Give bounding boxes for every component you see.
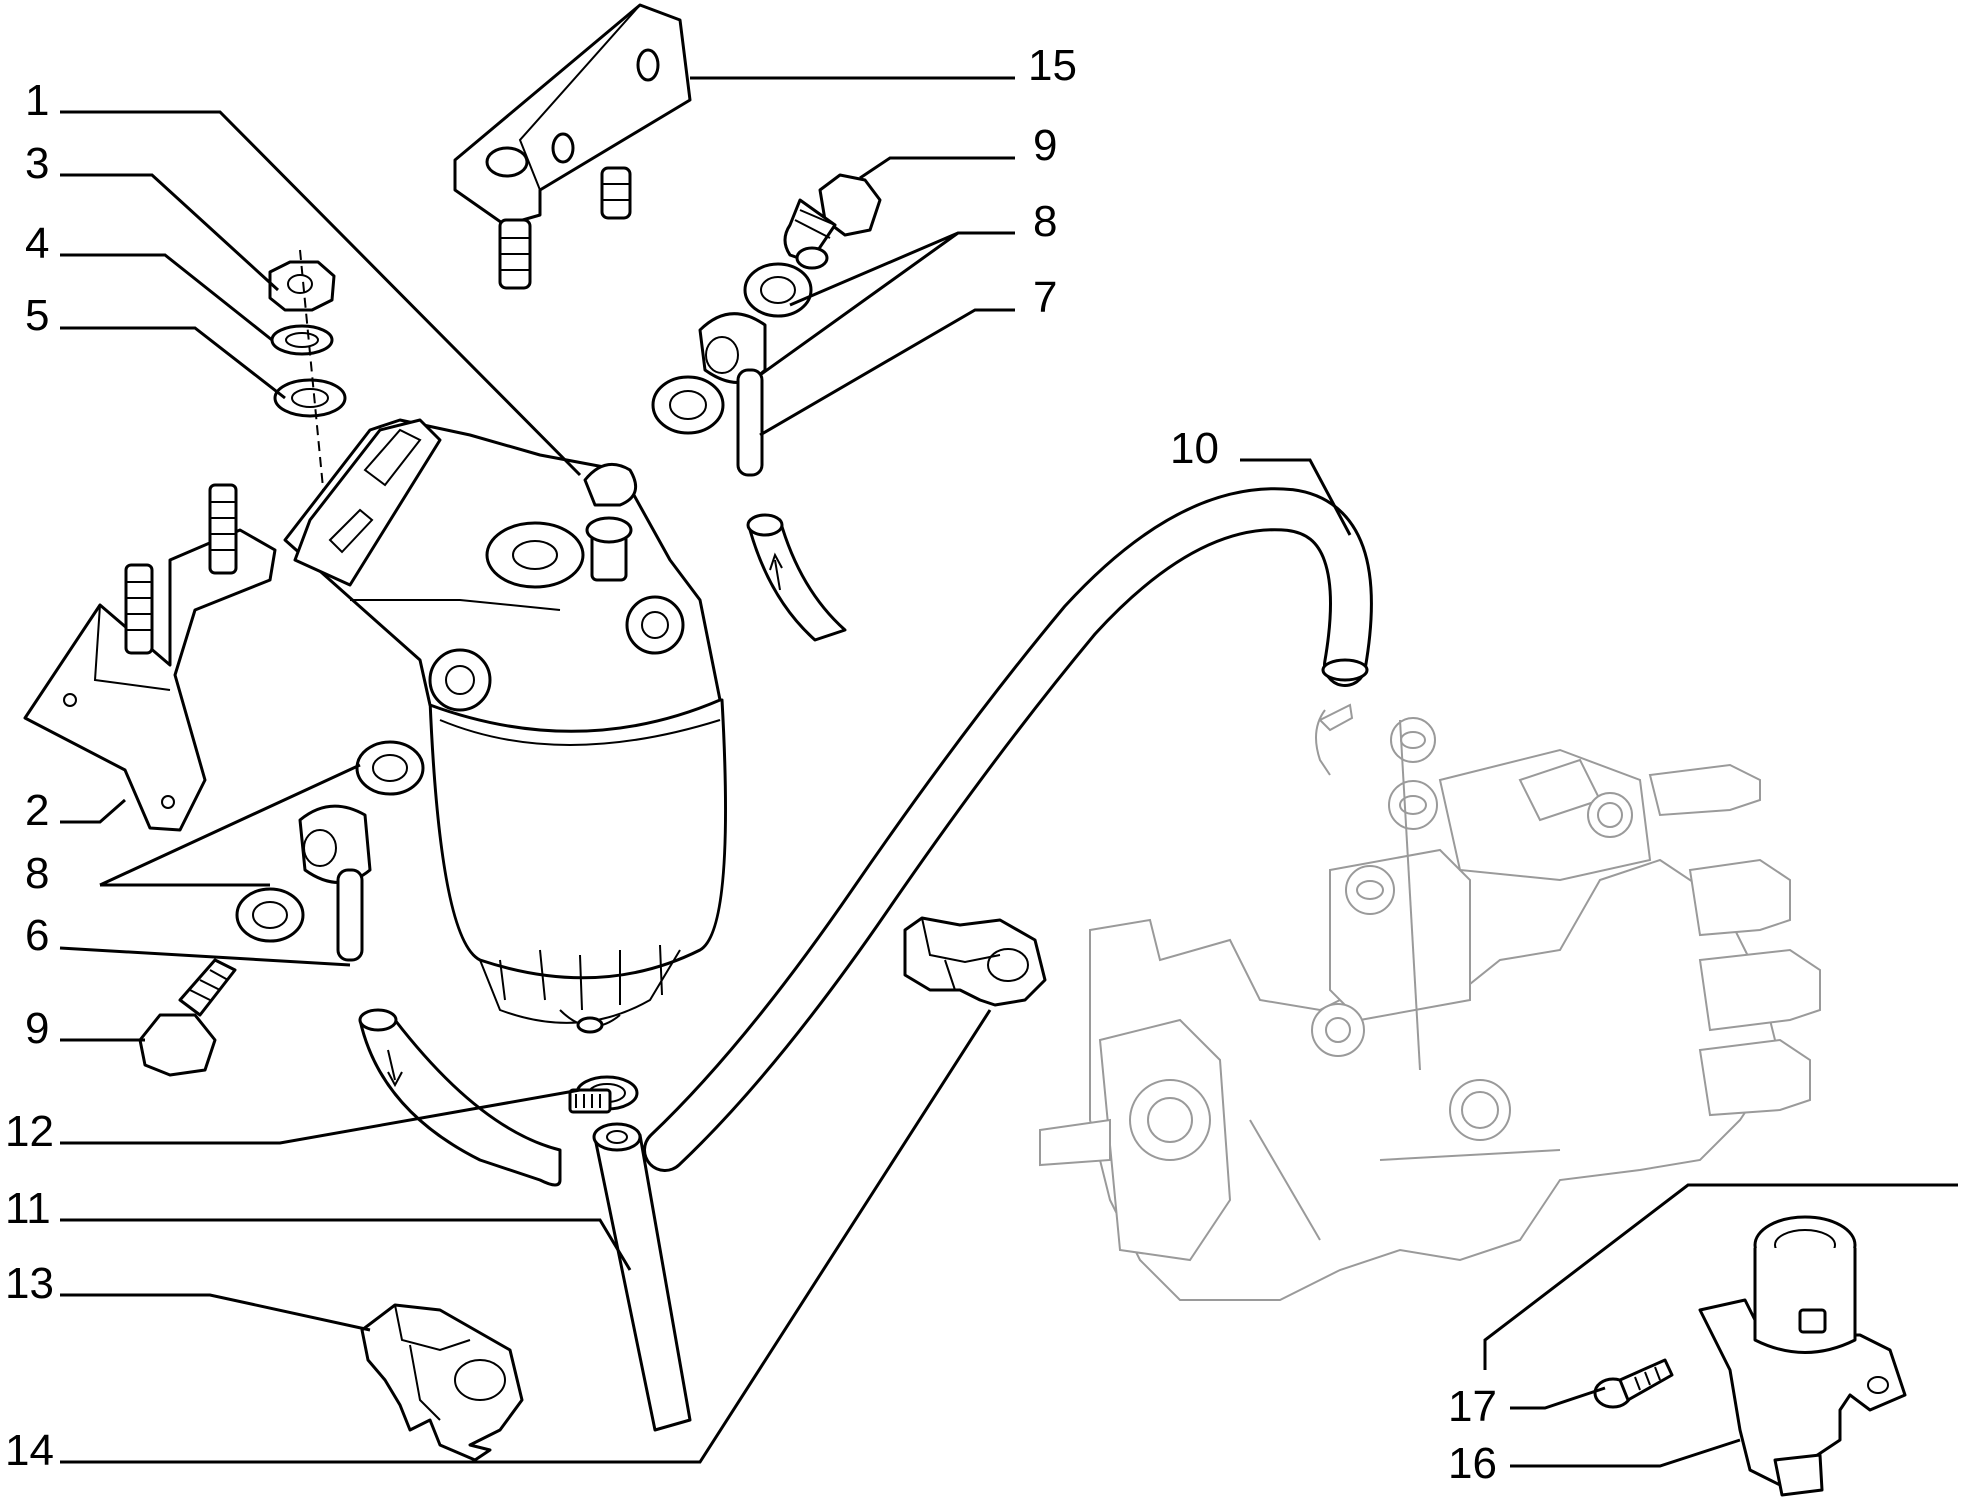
label-17: 17	[1448, 1382, 1497, 1431]
part-17-screw	[1593, 1358, 1674, 1409]
label-5: 5	[25, 291, 49, 340]
callout-labels: 1 3 4 5 2 8 6 9 12 11 13 14 15 9 8 7 10 …	[5, 41, 1497, 1488]
part-9-right-bolt	[783, 173, 882, 270]
label-8-right: 8	[1033, 197, 1057, 246]
part-15-bracket	[453, 3, 692, 290]
part-4-washer	[270, 324, 334, 356]
label-2: 2	[25, 786, 49, 835]
part-9-left-bolt	[138, 958, 237, 1077]
hose-segment-upper	[746, 513, 847, 642]
part-13-clip	[360, 1303, 524, 1462]
label-8-left: 8	[25, 849, 49, 898]
label-11: 11	[5, 1184, 51, 1233]
part-5-washer	[273, 378, 347, 418]
part-16-sensor	[1698, 1215, 1907, 1497]
label-13: 13	[5, 1259, 54, 1308]
label-12: 12	[5, 1107, 54, 1156]
label-1: 1	[25, 76, 49, 125]
label-7: 7	[1033, 273, 1057, 322]
part-6-banjo-fitting	[298, 804, 372, 962]
label-6: 6	[25, 911, 49, 960]
label-15: 15	[1028, 41, 1077, 90]
injection-pump-outline	[1039, 703, 1821, 1301]
part-11-pipe	[592, 1122, 692, 1432]
label-14: 14	[5, 1426, 54, 1475]
label-10: 10	[1170, 424, 1219, 473]
label-9-right: 9	[1033, 121, 1057, 170]
part-2-support-bracket	[23, 483, 277, 832]
part-7-banjo-fitting	[698, 312, 767, 477]
part-12-hose-clamp	[568, 1075, 639, 1114]
label-3: 3	[25, 139, 49, 188]
leader-lines	[59, 76, 1958, 1468]
label-4: 4	[25, 219, 49, 268]
part-10-fuel-hose	[643, 487, 1373, 1172]
hose-segment-lower	[358, 1008, 562, 1187]
part-14-clip	[903, 916, 1047, 1007]
part-8-left-washers	[235, 740, 425, 943]
part-1-fuel-filter	[283, 418, 727, 1034]
label-16: 16	[1448, 1439, 1497, 1488]
label-9-left: 9	[25, 1004, 49, 1053]
part-3-nut	[268, 260, 336, 312]
